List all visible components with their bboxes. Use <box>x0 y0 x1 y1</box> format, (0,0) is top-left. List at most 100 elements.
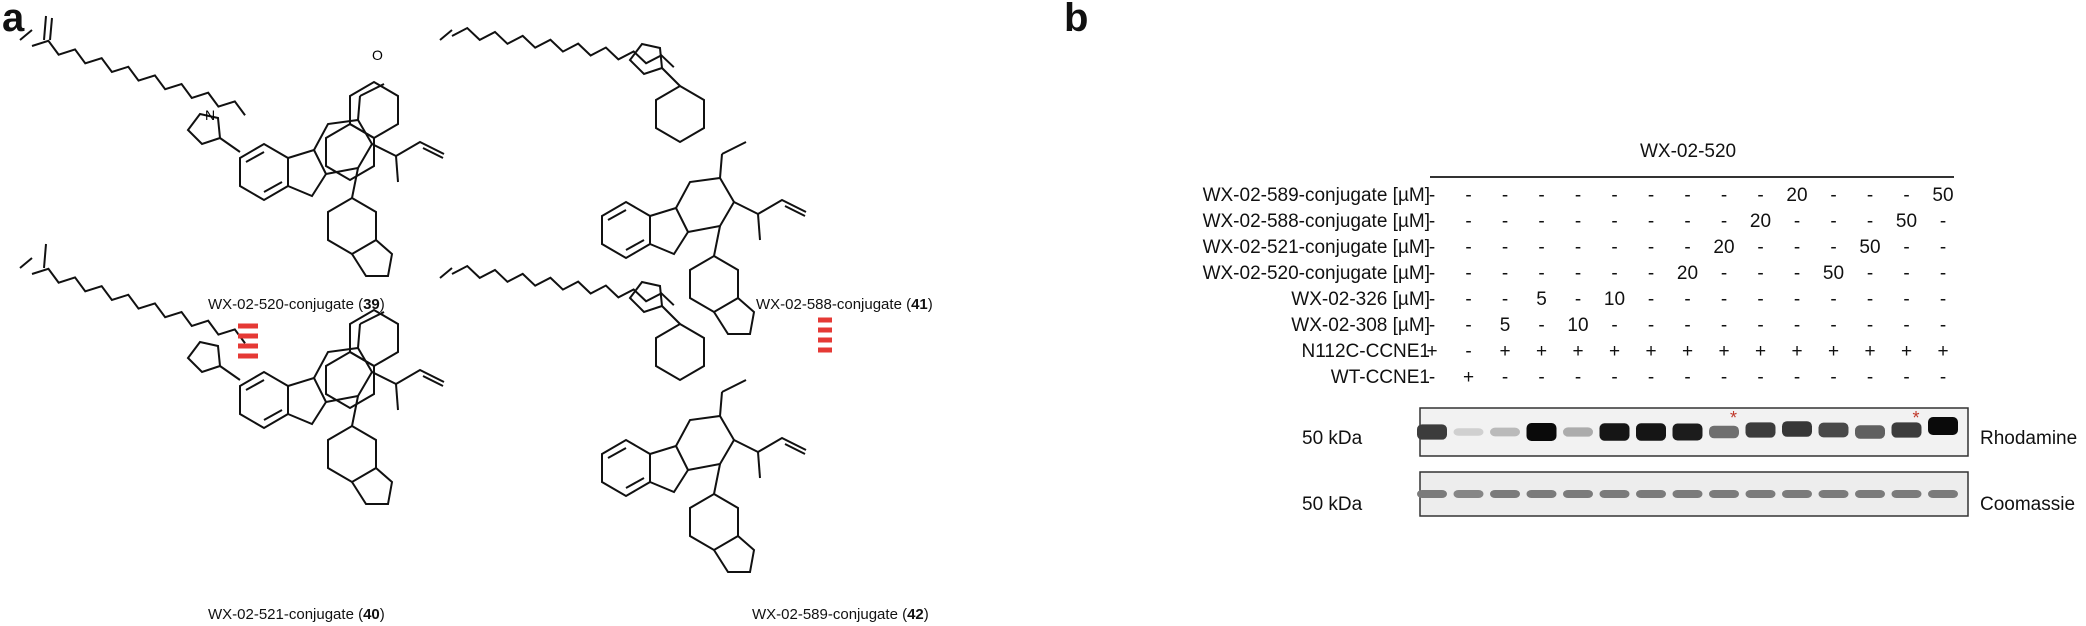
treatment-cell: - <box>1757 237 1764 258</box>
treatment-cell: - <box>1611 211 1618 232</box>
blot-band <box>1599 423 1630 441</box>
treatment-cell: - <box>1757 263 1764 284</box>
treatment-cell: - <box>1684 367 1691 388</box>
treatment-cell: - <box>1574 185 1582 206</box>
header-compound: WX-02-520 <box>1640 141 1737 162</box>
treatment-cell: + <box>1827 341 1840 362</box>
blot-band <box>1782 490 1812 498</box>
treatment-cell: - <box>1465 315 1472 336</box>
blot-band <box>1563 490 1593 498</box>
treatment-cell: - <box>1720 263 1728 284</box>
row-label: WT-CCNE1 <box>1330 367 1430 388</box>
treatment-cell: + <box>1937 341 1949 362</box>
treatment-cell: - <box>1611 185 1618 206</box>
row-labels: WX-02-589-conjugate [µM] WX-02-588-conjug… <box>1100 185 1430 395</box>
row-label: WX-02-326 [µM] <box>1291 289 1430 310</box>
treatment-cell: + <box>1608 341 1621 362</box>
blot-band <box>1636 490 1666 498</box>
treatment-cell: 50 <box>1895 211 1918 232</box>
treatment-cell: - <box>1866 289 1874 310</box>
blot-band <box>1928 490 1958 498</box>
treatment-cell: - <box>1465 263 1472 284</box>
treatment-cell: - <box>1903 185 1910 206</box>
blot-band <box>1782 421 1812 437</box>
panel-b-label: b <box>1064 0 1089 40</box>
treatment-cell: - <box>1866 315 1874 336</box>
treatment-cell: - <box>1720 211 1728 232</box>
panel-a-label: a <box>2 0 25 40</box>
treatment-cell: 20 <box>1713 237 1735 258</box>
treatment-cell: - <box>1501 263 1509 284</box>
blot-band <box>1672 423 1703 441</box>
row-label: WX-02-308 [µM] <box>1291 315 1430 336</box>
caption-42: WX-02-589-conjugate (42) <box>752 606 929 623</box>
treatment-cell: - <box>1757 185 1764 206</box>
treatment-cell: - <box>1684 315 1691 336</box>
treatment-cell: - <box>1611 315 1618 336</box>
treatment-cell: - <box>1538 315 1545 336</box>
treatment-cell: - <box>1647 367 1655 388</box>
header-rule <box>1430 176 1954 178</box>
treatment-cell: - <box>1647 185 1655 206</box>
treatment-cell: + <box>1462 367 1475 388</box>
row-label: WX-02-589-conjugate [µM] <box>1202 185 1430 206</box>
blot-band <box>1490 427 1520 437</box>
treatment-cell: - <box>1538 211 1545 232</box>
treatment-cell: - <box>1830 211 1837 232</box>
blot-band <box>1417 424 1447 440</box>
atom-n: N <box>205 107 215 123</box>
treatment-cell: - <box>1793 237 1801 258</box>
treatment-grid: ----------20---50---------20---50-------… <box>1426 185 1953 395</box>
row-label: WX-02-588-conjugate [µM] <box>1202 211 1430 232</box>
treatment-cell: - <box>1830 315 1837 336</box>
treatment-cell: - <box>1757 367 1764 388</box>
treatment-cell: - <box>1939 315 1947 336</box>
treatment-cell: - <box>1793 315 1801 336</box>
treatment-cell: + <box>1572 341 1584 362</box>
treatment-cell: - <box>1428 367 1436 388</box>
blot-band <box>1526 490 1557 498</box>
blot-band <box>1855 490 1885 498</box>
blot-band <box>1526 423 1557 441</box>
marker-rhodamine: 50 kDa <box>1302 428 1363 449</box>
atom-o: O <box>372 47 383 63</box>
treatment-cell: - <box>1720 185 1728 206</box>
treatment-cell: + <box>1754 341 1767 362</box>
treatment-cell: + <box>1681 341 1694 362</box>
treatment-cell: - <box>1866 263 1874 284</box>
treatment-cell: - <box>1574 237 1582 258</box>
treatment-cell: - <box>1903 263 1910 284</box>
treatment-cell: - <box>1757 315 1764 336</box>
caption-40: WX-02-521-conjugate (40) <box>208 606 385 623</box>
treatment-cell: - <box>1866 185 1874 206</box>
treatment-cell: - <box>1684 211 1691 232</box>
treatment-cell: - <box>1501 289 1509 310</box>
blot-band <box>1855 425 1885 439</box>
treatment-cell: 20 <box>1749 211 1772 232</box>
treatment-cell: - <box>1428 289 1436 310</box>
caption-39: WX-02-520-conjugate (39) <box>208 296 385 313</box>
marker-coomassie: 50 kDa <box>1302 494 1363 515</box>
blot-band <box>1709 425 1739 439</box>
treatment-cell: - <box>1428 237 1436 258</box>
blot-band <box>1636 423 1666 441</box>
treatment-cell: - <box>1939 237 1947 258</box>
treatment-cell: - <box>1574 263 1582 284</box>
treatment-cell: 10 <box>1567 315 1589 336</box>
blot-band <box>1818 490 1849 498</box>
treatment-cell: 20 <box>1676 263 1699 284</box>
treatment-cell: - <box>1903 289 1910 310</box>
treatment-cell: - <box>1574 289 1582 310</box>
blot-band <box>1490 490 1520 498</box>
treatment-cell: 20 <box>1786 185 1808 206</box>
treatment-cell: + <box>1499 341 1511 362</box>
blot-band <box>1709 490 1739 498</box>
treatment-cell: - <box>1465 211 1472 232</box>
treatment-cell: 5 <box>1499 315 1511 336</box>
blot-band <box>1818 422 1849 438</box>
treatment-cell: + <box>1535 341 1548 362</box>
blot-band <box>1417 490 1447 498</box>
treatment-cell: - <box>1830 289 1837 310</box>
caption-41: WX-02-588-conjugate (41) <box>756 296 933 313</box>
band-asterisk: * <box>1730 408 1737 428</box>
